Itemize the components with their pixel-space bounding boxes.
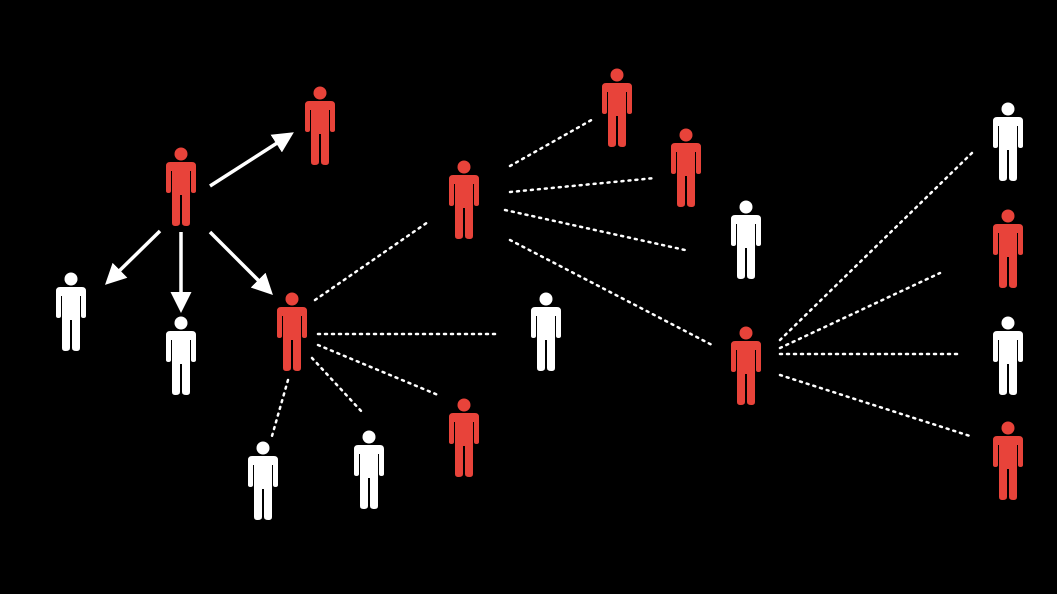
person-icon-healthy: [531, 292, 561, 371]
contact-link: [313, 220, 430, 302]
contact-link: [508, 176, 657, 194]
person-icon-healthy: [56, 272, 86, 351]
contact-link: [778, 271, 942, 350]
person-icon-infected: [449, 398, 479, 477]
person-icon-healthy: [354, 430, 384, 509]
person-icon-infected: [671, 128, 701, 207]
person-icon-infected: [305, 86, 335, 165]
spread-arrow: [105, 229, 162, 285]
contact-link: [508, 238, 714, 347]
contact-link: [316, 343, 440, 397]
contact-link: [270, 378, 290, 438]
contact-link: [778, 373, 972, 438]
contact-link: [778, 148, 977, 342]
person-icon-infected: [277, 292, 307, 371]
person-icon-infected: [166, 147, 196, 226]
person-icon-infected: [602, 68, 632, 147]
spread-arrow: [209, 132, 294, 188]
person-icon-healthy: [731, 200, 761, 279]
person-icon-healthy: [166, 316, 196, 395]
person-icon-infected: [731, 326, 761, 405]
contact-link: [503, 208, 687, 252]
contact-link: [508, 116, 597, 168]
contact-link: [310, 356, 364, 414]
person-icon-healthy: [993, 316, 1023, 395]
person-icon-infected: [993, 209, 1023, 288]
person-icon-infected: [993, 421, 1023, 500]
spread-arrow: [208, 230, 273, 295]
person-icon-healthy: [248, 441, 278, 520]
person-icon-infected: [449, 160, 479, 239]
person-icon-healthy: [993, 102, 1023, 181]
